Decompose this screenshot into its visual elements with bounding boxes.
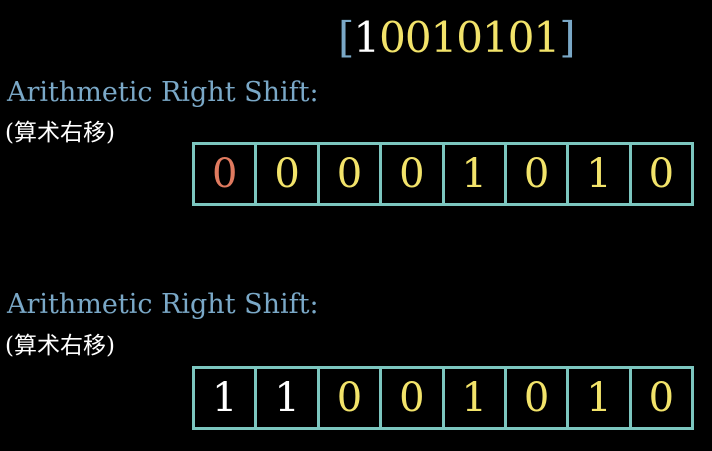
bit-cell: 1 <box>257 369 320 427</box>
bit-cell: 0 <box>648 375 675 421</box>
bit-cell: 1 <box>569 145 632 203</box>
bit-cell: 0 <box>648 151 675 197</box>
bit-cell: 1 <box>195 369 258 427</box>
section-2-subtitle: (算术右移) <box>5 333 115 359</box>
bit-cell: 0 <box>257 145 320 203</box>
bit-cell: 0 <box>195 145 258 203</box>
bit-cell: 1 <box>445 145 507 203</box>
close-bracket: ] <box>559 13 575 62</box>
bit-cell: 0 <box>382 145 445 203</box>
section-1-subtitle: (算术右移) <box>5 120 115 146</box>
bit-cell: 1 <box>445 369 507 427</box>
sign-bit-digit: 1 <box>353 13 380 62</box>
bit-register-1: 0 0 0 0 1 0 1 0 <box>192 142 694 206</box>
bit-cell: 0 <box>320 145 383 203</box>
bit-cell: 1 <box>569 369 632 427</box>
bit-cell: 0 <box>382 369 445 427</box>
source-binary-number: [10010101] <box>338 10 576 66</box>
section-1-title: Arithmetic Right Shift: <box>7 77 319 108</box>
section-2-title: Arithmetic Right Shift: <box>7 289 319 320</box>
open-bracket: [ <box>338 13 354 62</box>
remaining-digits: 0010101 <box>379 13 560 62</box>
bit-cell: 0 <box>507 369 570 427</box>
bit-register-2: 1 1 0 0 1 0 1 0 <box>192 366 694 430</box>
bit-cell: 0 <box>507 145 570 203</box>
bit-cell: 0 <box>320 369 383 427</box>
